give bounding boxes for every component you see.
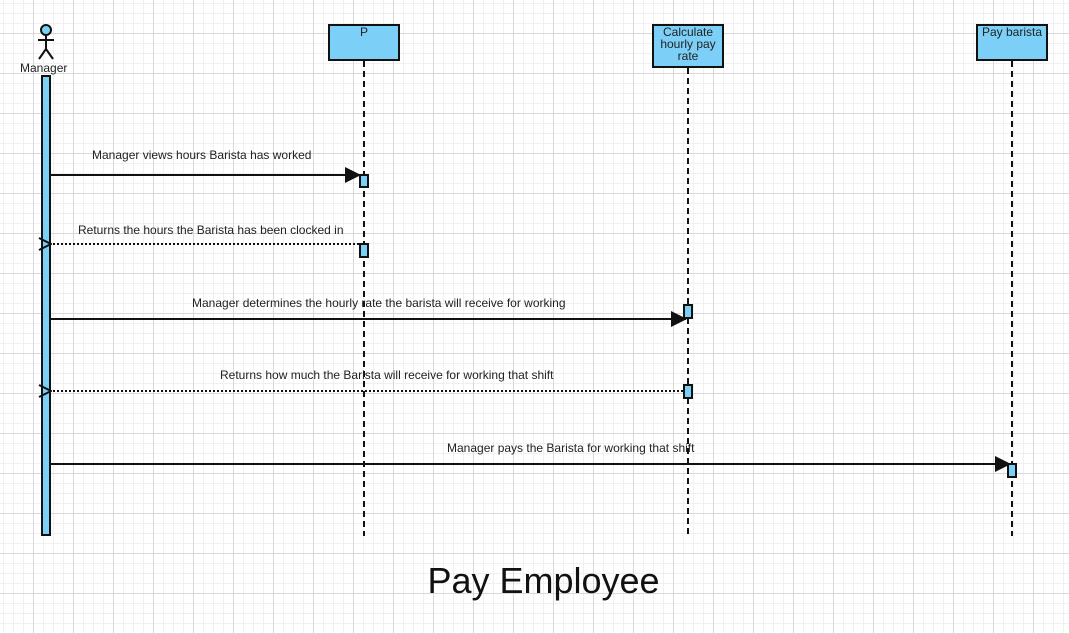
activation-box-p-1 [359,174,369,188]
participant-pay-label: Pay barista [981,25,1043,39]
diagram-title: Pay Employee [427,560,660,601]
message-label-return-hours: Returns the hours the Barista has been c… [78,223,344,237]
activation-box-p-2 [359,243,369,258]
manager-activation-bar [41,75,51,536]
message-label-determine-rate: Manager determines the hourly rate the b… [192,296,566,310]
participant-calculate-hourly-pay-rate: Calculate hourly pay rate [652,24,724,68]
message-label-return-amount: Returns how much the Barista will receiv… [220,368,554,382]
activation-box-calc-2 [683,384,693,399]
participant-pay-barista: Pay barista [976,24,1048,61]
participant-calculate-label: Calculate hourly pay rate [660,25,716,63]
activation-box-calc-1 [683,304,693,319]
actor-label: Manager [20,61,68,75]
message-label-view-hours: Manager views hours Barista has worked [92,148,312,162]
manager-actor-icon [38,24,54,60]
participant-p-label: P [359,25,368,39]
activation-box-pay [1007,463,1017,478]
message-label-pay-barista: Manager pays the Barista for working tha… [447,441,695,455]
participant-p: P [328,24,400,61]
